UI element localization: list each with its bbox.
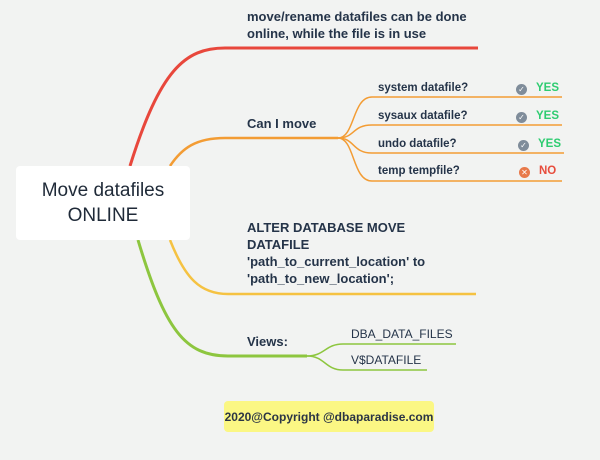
connector-branch-4 [136, 239, 307, 358]
branch-topic-online-move[interactable]: move/rename datafiles can be done online… [247, 9, 467, 41]
check-icon: ✓ [516, 112, 527, 123]
cross-icon: ✕ [519, 167, 530, 178]
connector-sub-dba [306, 343, 456, 357]
subtopic-dba-data-files[interactable]: DBA_DATA_FILES [351, 327, 453, 341]
connector-sub-temp [337, 137, 562, 182]
answer-sysaux-text: YES [536, 110, 560, 122]
connector-branch-3 [168, 239, 476, 296]
connector-sub-system [337, 96, 562, 139]
answer-system-text: YES [536, 82, 560, 94]
answer-undo: ✓ YES [518, 137, 561, 151]
root-topic[interactable]: Move datafiles ONLINE [16, 166, 190, 240]
connector-sub-vdatafile [306, 355, 427, 371]
subtopic-system-datafile[interactable]: system datafile? [378, 82, 469, 94]
check-icon: ✓ [516, 84, 527, 95]
connector-sub-sysaux [337, 124, 562, 139]
connector-branch-2 [168, 136, 338, 167]
branch-topic-views[interactable]: Views: [247, 334, 288, 349]
subtopic-undo-datafile[interactable]: undo datafile? [378, 138, 457, 150]
check-icon: ✓ [518, 140, 529, 151]
connector-branch-1 [128, 46, 478, 167]
subtopic-v-datafile[interactable]: V$DATAFILE [351, 353, 422, 367]
branch-topic-can-i-move[interactable]: Can I move [247, 116, 317, 131]
branch-topic-alter-database[interactable]: ALTER DATABASE MOVE DATAFILE 'path_to_cu… [247, 220, 426, 286]
copyright-note: 2020@Copyright @dbaparadise.com [224, 401, 434, 432]
answer-temp-text: NO [539, 165, 557, 177]
answer-temp: ✕ NO [519, 164, 556, 178]
answer-system: ✓ YES [516, 81, 559, 95]
subtopic-temp-tempfile[interactable]: temp tempfile? [378, 165, 460, 177]
answer-sysaux: ✓ YES [516, 109, 559, 123]
answer-undo-text: YES [538, 138, 562, 150]
subtopic-sysaux-datafile[interactable]: sysaux datafile? [378, 110, 468, 122]
